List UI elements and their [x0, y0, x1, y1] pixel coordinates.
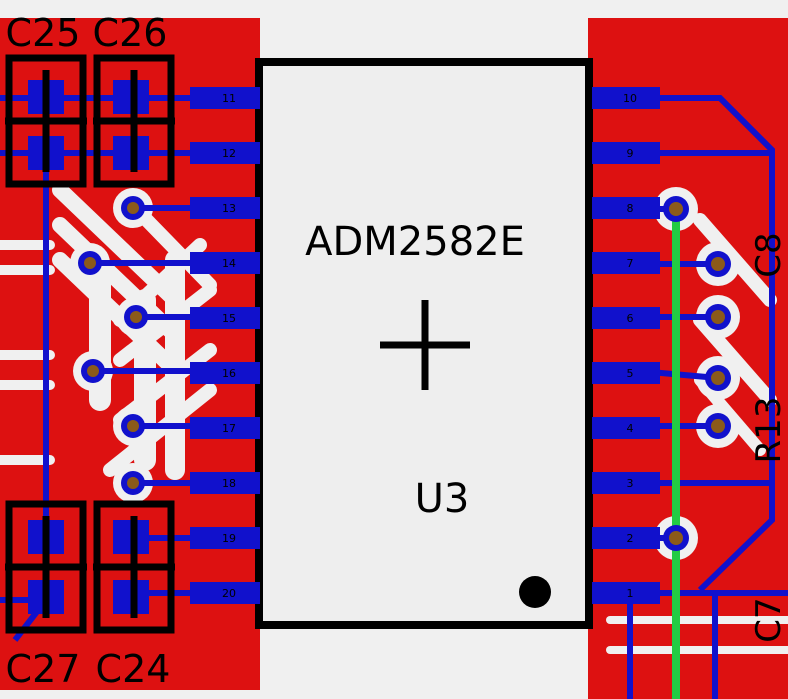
pin-pad-right — [592, 472, 660, 494]
pin-pad-right — [592, 252, 660, 274]
pin-number-label: 17 — [222, 422, 236, 435]
pin-number-label: 8 — [627, 202, 634, 215]
chip-name-label: ADM2582E — [305, 219, 525, 265]
pin-pad-right — [592, 142, 660, 164]
pin-pad-left — [190, 142, 260, 164]
pin-number-label: 18 — [222, 477, 236, 490]
pin-pad-right — [592, 197, 660, 219]
chip-designator-label: U3 — [415, 476, 470, 522]
pin-number-label: 4 — [627, 422, 634, 435]
pin-number-label: 15 — [222, 312, 236, 325]
pin-number-label: 13 — [222, 202, 236, 215]
pin-number-label: 20 — [222, 587, 236, 600]
side-label-r13: R13 — [749, 397, 788, 464]
capacitor-label-c25: C25 — [6, 11, 81, 55]
pin-number-label: 10 — [623, 92, 637, 105]
pads-left: 11 12 13 14 15 16 17 18 19 20 — [190, 87, 260, 604]
pin-pad-right — [592, 417, 660, 439]
capacitor-label-c24: C24 — [96, 647, 171, 691]
pin-number-label: 3 — [627, 477, 634, 490]
pin1-marker — [519, 576, 551, 608]
pin-number-label: 6 — [627, 312, 634, 325]
pin-number-label: 7 — [627, 257, 634, 270]
pin-pad-left — [190, 362, 260, 384]
pin-pad-left — [190, 417, 260, 439]
pin-pad-left — [190, 582, 260, 604]
pin-pad-left — [190, 307, 260, 329]
pads-right: 10 9 8 7 6 5 4 3 2 1 — [592, 87, 660, 604]
pin-pad-right — [592, 362, 660, 384]
pin-number-label: 16 — [222, 367, 236, 380]
pin-pad-left — [190, 472, 260, 494]
pin-number-label: 14 — [222, 257, 236, 270]
pin-number-label: 19 — [222, 532, 236, 545]
side-label-c8: C8 — [749, 232, 788, 277]
side-label-c7: C7 — [749, 597, 788, 642]
vias — [78, 196, 731, 551]
pin-number-label: 5 — [627, 367, 634, 380]
pin-pad-right — [592, 582, 660, 604]
pin-pad-left — [190, 87, 260, 109]
pin-pad-left — [190, 527, 260, 549]
pin-pad-right — [592, 527, 660, 549]
pin-pad-left — [190, 252, 260, 274]
chip-origin-cross — [380, 300, 470, 390]
pin-number-label: 1 — [627, 587, 634, 600]
pin-number-label: 9 — [627, 147, 634, 160]
capacitor-outlines — [5, 54, 175, 634]
capacitor-label-c26: C26 — [93, 11, 168, 55]
pin-pad-right — [592, 87, 660, 109]
pin-pad-right — [592, 307, 660, 329]
capacitor-label-c27: C27 — [6, 647, 81, 691]
pin-number-label: 2 — [627, 532, 634, 545]
pin-pad-left — [190, 197, 260, 219]
pin-number-label: 11 — [222, 92, 236, 105]
pin-number-label: 12 — [222, 147, 236, 160]
